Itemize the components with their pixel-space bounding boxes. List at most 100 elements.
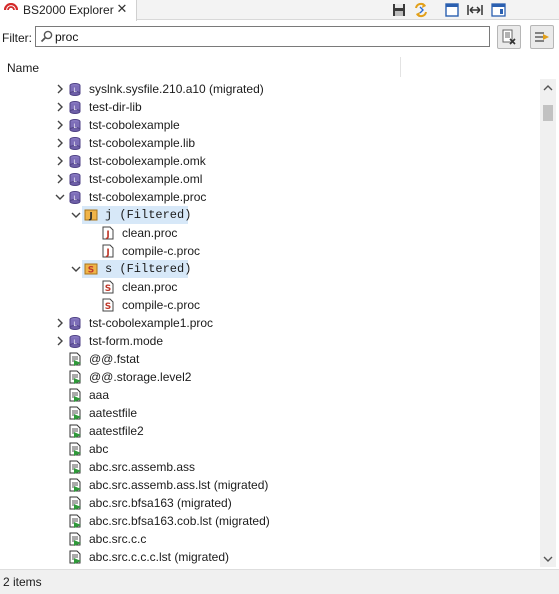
chevron-down-icon[interactable] [70,209,82,221]
svg-text:J: J [88,212,92,222]
chevron-right-icon[interactable] [54,83,66,95]
tree-row[interactable]: abc.src.c.c.c.lst (migrated) [0,548,540,566]
tree-row[interactable]: abc.src.c.c [0,530,540,548]
view-menu-icon[interactable] [490,1,508,19]
library-icon: L [69,335,81,348]
file-icon [69,352,81,366]
bs2000-logo-icon [4,3,18,11]
folder-j-icon: J [84,209,98,222]
tree-row-label: compile-c.proc [122,244,201,258]
tree-row[interactable]: aatestfile [0,404,540,422]
tree-row[interactable]: abc.src.assemb.ass [0,458,540,476]
chevron-right-icon[interactable] [54,155,66,167]
chevron-down-icon[interactable] [54,191,66,203]
svg-text:L: L [73,87,77,94]
tree-row-label: test-dir-lib [89,100,142,114]
library-icon: L [69,191,81,204]
column-separator[interactable] [400,57,401,77]
folder-s-icon: S [84,263,98,276]
svg-text:L: L [73,105,77,112]
save-icon[interactable] [390,1,408,19]
tree-row[interactable]: aatestfile2 [0,422,540,440]
svg-text:J: J [105,230,109,240]
library-icon: L [69,137,81,150]
chevron-right-icon[interactable] [54,101,66,113]
tree-row[interactable]: @@.storage.level2 [0,368,540,386]
tree-row[interactable]: abc [0,440,540,458]
tab-title: BS2000 Explorer [23,3,114,17]
filter-input[interactable] [55,28,485,45]
file-icon [69,532,81,546]
clear-filter-button[interactable] [497,25,521,49]
file-icon [69,550,81,564]
file-icon [69,442,81,456]
chevron-right-icon[interactable] [54,119,66,131]
tree-row-label: aatestfile [89,406,138,420]
tree-row-label: j (Filtered) [105,208,192,222]
search-icon [40,30,53,43]
file-icon [69,460,81,474]
scroll-up-icon[interactable] [543,83,553,93]
tab-bs2000-explorer[interactable]: BS2000 Explorer ✕ [0,0,137,21]
vertical-scrollbar[interactable] [540,79,556,567]
fit-width-icon[interactable] [466,1,484,19]
svg-text:L: L [73,339,77,346]
tree-row[interactable]: abc.src.bfsa163.cob.lst (migrated) [0,512,540,530]
column-name-header[interactable]: Name [7,61,40,75]
filter-field[interactable] [35,26,490,47]
tree-row-label: aatestfile2 [89,424,144,438]
chevron-right-icon[interactable] [54,173,66,185]
file-icon [69,424,81,438]
view-tab-bar: BS2000 Explorer ✕ [0,0,559,21]
tree-row-label: tst-cobolexample [89,118,180,132]
tree-row-label: tst-cobolexample.proc [89,190,207,204]
scroll-down-icon[interactable] [543,554,553,564]
chevron-right-icon[interactable] [54,317,66,329]
tree-row-label: abc.src.bfsa163 (migrated) [89,496,232,510]
close-icon[interactable]: ✕ [116,1,128,16]
chevron-right-icon[interactable] [54,335,66,347]
tree-row[interactable]: @@.fstat [0,350,540,368]
clear-filter-icon [502,29,516,45]
tree-row-label: @@.fstat [89,352,140,366]
tree-row[interactable]: abc.src.bfsa163 (migrated) [0,494,540,512]
svg-text:S: S [105,284,111,294]
tree-row[interactable]: aaa [0,386,540,404]
element-s-icon: S [102,298,114,312]
svg-text:L: L [73,195,77,202]
chevron-right-icon[interactable] [54,137,66,149]
sync-icon[interactable] [412,1,430,19]
tree-row-label: abc.src.c.c.c.lst (migrated) [89,550,230,564]
tree-row-label: aaa [89,388,110,402]
library-icon: L [69,119,81,132]
column-header: Name [0,55,559,79]
tree-row-label: abc [89,442,109,456]
selection-highlight [82,206,188,224]
minimize-icon[interactable] [443,1,461,19]
scrollbar-thumb[interactable] [543,105,553,121]
file-icon [69,496,81,510]
filter-options-icon [535,32,549,42]
tree-row[interactable]: abc.src.assemb.ass.lst (migrated) [0,476,540,494]
chevron-down-icon[interactable] [70,263,82,275]
svg-text:J: J [105,248,109,258]
tree-row-label: abc.src.assemb.ass.lst (migrated) [89,478,269,492]
library-icon: L [69,317,81,330]
filter-options-button[interactable] [530,25,554,49]
